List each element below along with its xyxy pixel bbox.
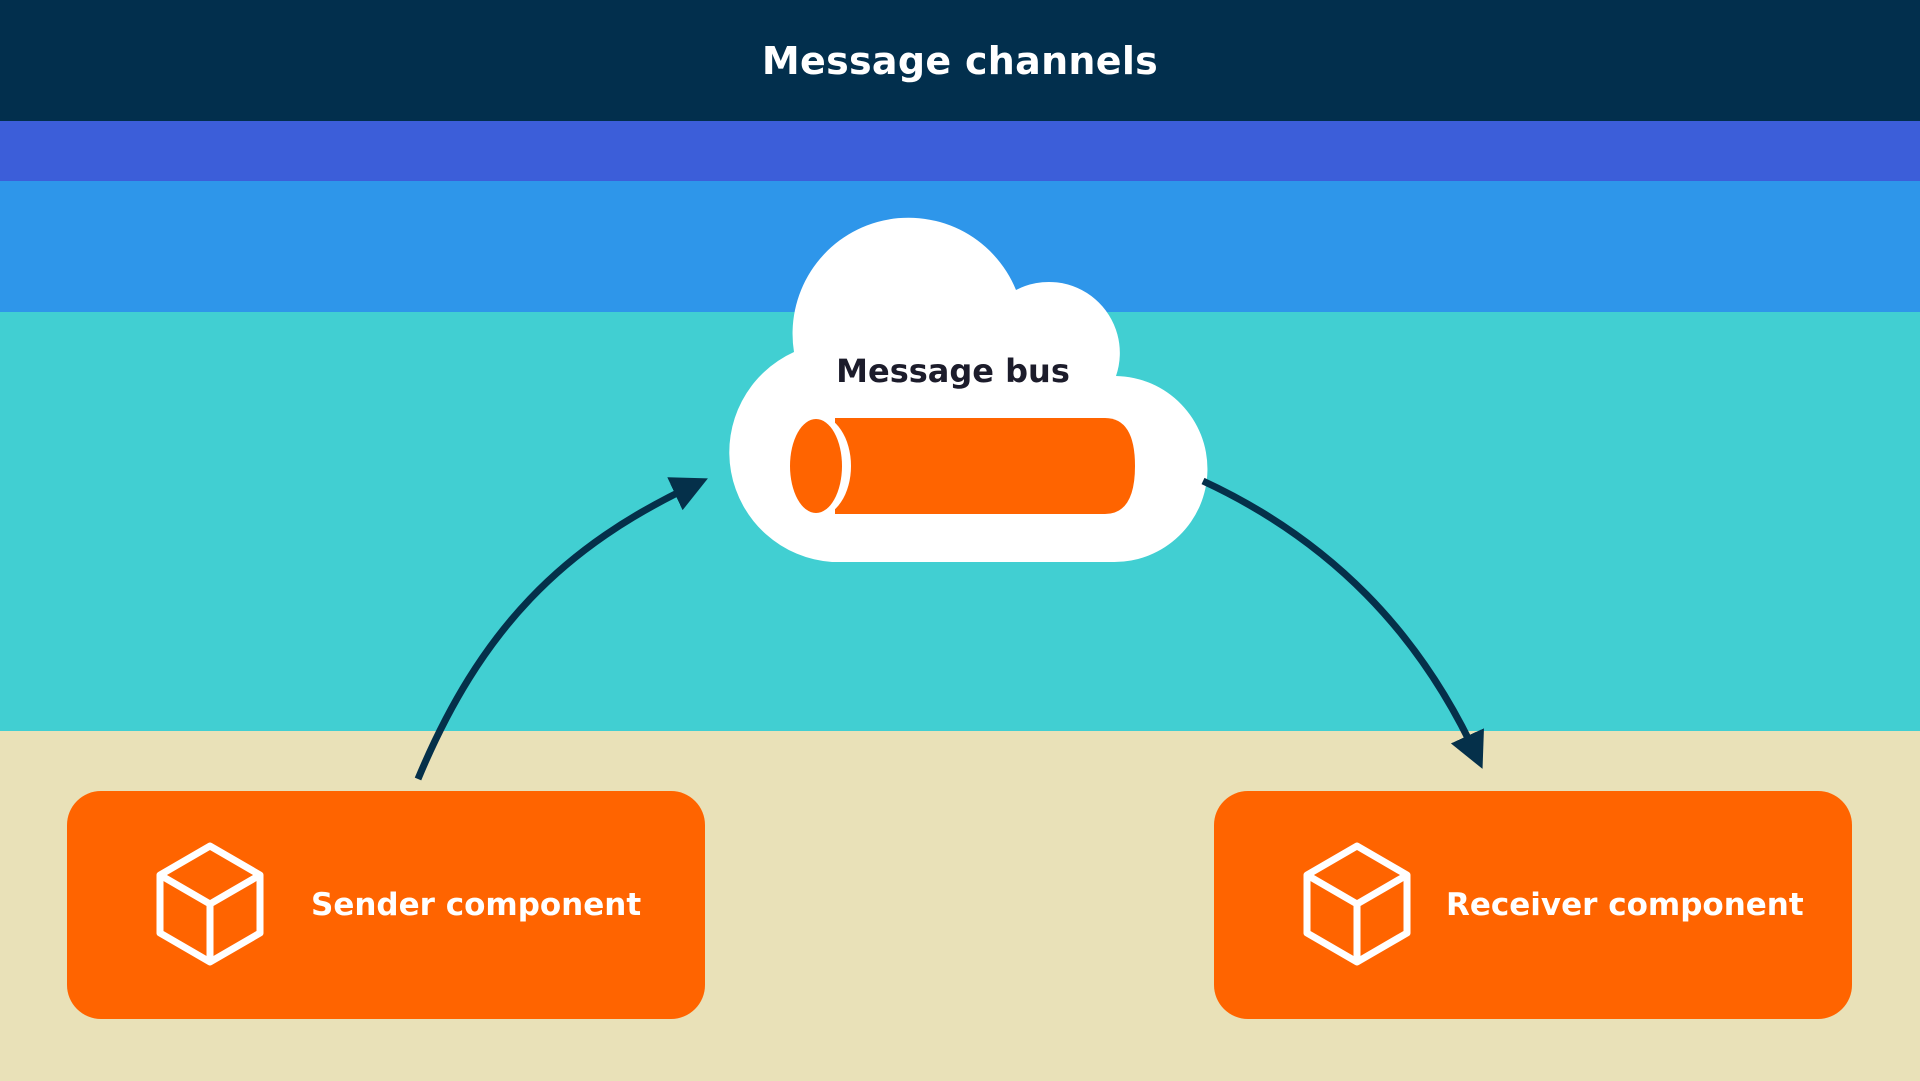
sender-component-label: Sender component <box>311 887 642 923</box>
receiver-component-box: Receiver component <box>1214 791 1852 1019</box>
cube-icon <box>156 842 264 966</box>
title-bar: Message channels <box>0 0 1920 121</box>
arrow-bus-to-receiver <box>1201 477 1484 769</box>
band-indigo <box>0 121 1920 181</box>
message-bus-label: Message bus <box>836 352 1070 390</box>
sender-component-box: Sender component <box>67 791 705 1019</box>
receiver-component-label: Receiver component <box>1446 887 1804 923</box>
arrow-sender-to-bus <box>414 477 708 781</box>
pipe-icon <box>783 415 1135 517</box>
diagram-title: Message channels <box>761 38 1159 83</box>
cube-icon <box>1303 842 1411 966</box>
